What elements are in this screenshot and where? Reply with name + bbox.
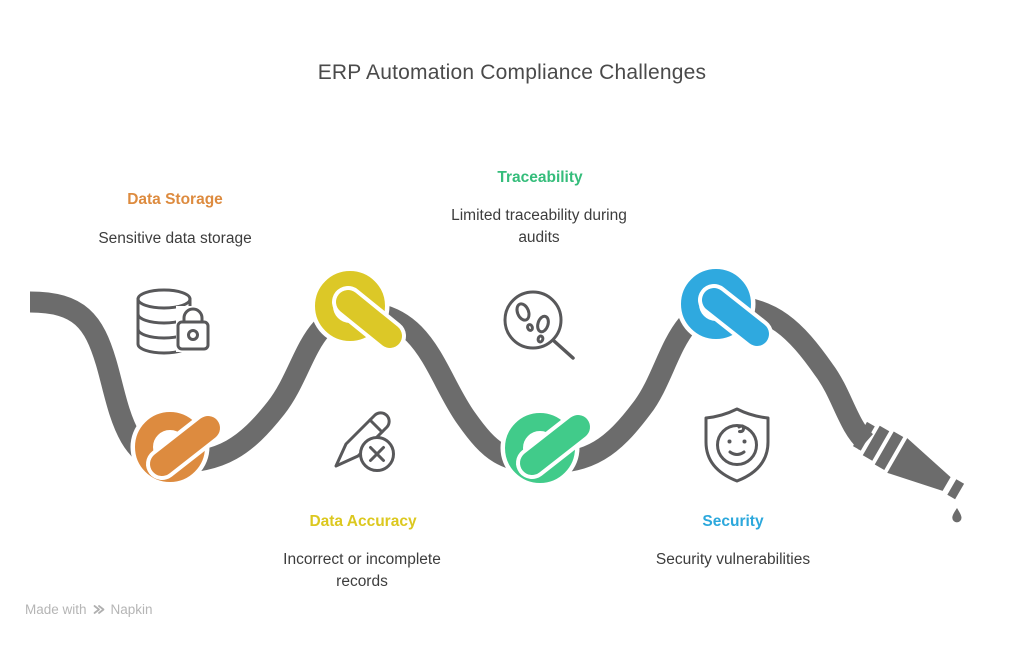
magnifier-footprints-icon xyxy=(503,290,575,360)
page-title: ERP Automation Compliance Challenges xyxy=(317,61,707,84)
knot-data-storage xyxy=(130,407,224,487)
description-security: Security vulnerabilities xyxy=(655,551,811,568)
description-data-accuracy: Incorrect or incomplete records xyxy=(283,551,441,590)
napkin-logo-icon xyxy=(92,603,106,616)
label-security: Security xyxy=(702,513,764,530)
label-data-storage: Data Storage xyxy=(127,191,223,208)
label-traceability: Traceability xyxy=(497,169,583,186)
knot-traceability xyxy=(500,408,594,488)
shield-face-icon xyxy=(704,407,770,483)
droplet-icon xyxy=(952,508,962,523)
database-lock-icon xyxy=(136,288,212,355)
knot-security xyxy=(676,264,773,350)
watermark: Made with Napkin xyxy=(25,602,153,617)
description-data-storage: Sensitive data storage xyxy=(98,230,252,247)
watermark-prefix: Made with xyxy=(25,602,87,617)
pencil-error-icon xyxy=(334,411,395,472)
label-data-accuracy: Data Accuracy xyxy=(309,513,417,530)
description-traceability: Limited traceability during audits xyxy=(451,207,627,246)
knot-data-accuracy xyxy=(310,266,406,352)
watermark-brand: Napkin xyxy=(110,602,153,617)
hose-nozzle xyxy=(853,421,965,500)
